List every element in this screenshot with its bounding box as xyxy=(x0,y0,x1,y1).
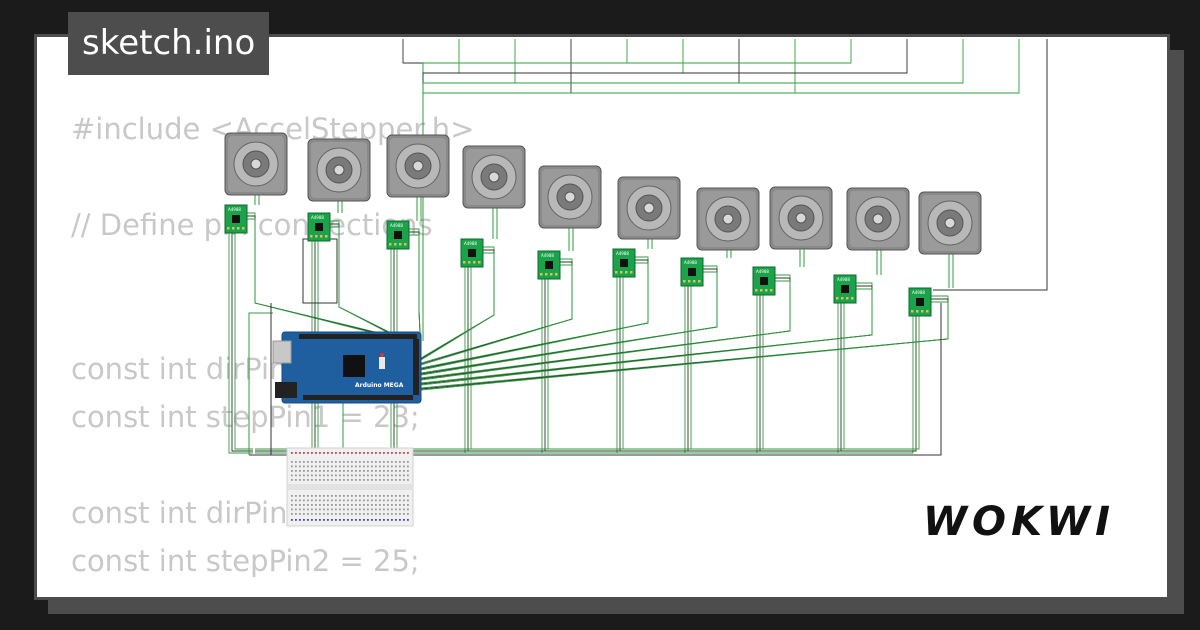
stepper-motors xyxy=(224,132,982,255)
a4988-driver: A4988 xyxy=(612,248,636,278)
stepper-motor xyxy=(617,176,681,240)
arduino-mega-board: Arduino MEGA xyxy=(272,331,422,404)
a4988-driver: A4988 xyxy=(307,212,331,242)
stepper-motor xyxy=(846,187,910,251)
svg-text:A4988: A4988 xyxy=(837,277,850,282)
wokwi-logo: WOKWI xyxy=(922,499,1115,545)
svg-text:A4988: A4988 xyxy=(541,253,554,258)
stepper-motor xyxy=(696,187,760,251)
svg-text:A4988: A4988 xyxy=(756,269,769,274)
svg-text:A4988: A4988 xyxy=(616,251,629,256)
a4988-driver: A4988 xyxy=(224,204,248,234)
stepper-motor xyxy=(386,134,450,198)
stepper-motor xyxy=(224,132,288,196)
svg-text:A4988: A4988 xyxy=(311,215,324,220)
stepper-motor xyxy=(307,138,371,202)
code-line: // Define pin connections xyxy=(71,208,433,242)
code-line: const int stepPin1 = 23; xyxy=(71,400,420,434)
svg-text:A4988: A4988 xyxy=(390,223,403,228)
a4988-driver: A4988 xyxy=(833,274,857,304)
breadboard xyxy=(286,447,414,527)
svg-text:A4988: A4988 xyxy=(684,260,697,265)
code-preview: #include <AccelStepper.h>// Define pin c… xyxy=(71,105,474,585)
a4988-driver: A4988 xyxy=(460,238,484,268)
a4988-driver: A4988 xyxy=(386,220,410,250)
stepper-motor xyxy=(538,165,602,229)
svg-text:A4988: A4988 xyxy=(912,290,925,295)
svg-text:A4988: A4988 xyxy=(464,241,477,246)
stepper-motor xyxy=(918,191,982,255)
svg-text:A4988: A4988 xyxy=(228,207,241,212)
a4988-driver: A4988 xyxy=(680,257,704,287)
a4988-driver: A4988 xyxy=(752,266,776,296)
project-preview-card: #include <AccelStepper.h>// Define pin c… xyxy=(34,34,1170,600)
stepper-motor xyxy=(769,186,833,250)
stepper-motor xyxy=(462,145,526,209)
a4988-driver: A4988 xyxy=(537,250,561,280)
file-tab[interactable]: sketch.ino xyxy=(68,12,270,75)
code-line: const int stepPin2 = 25; xyxy=(71,544,420,578)
a4988-driver: A4988 xyxy=(908,287,932,317)
board-label: Arduino MEGA xyxy=(355,382,404,389)
